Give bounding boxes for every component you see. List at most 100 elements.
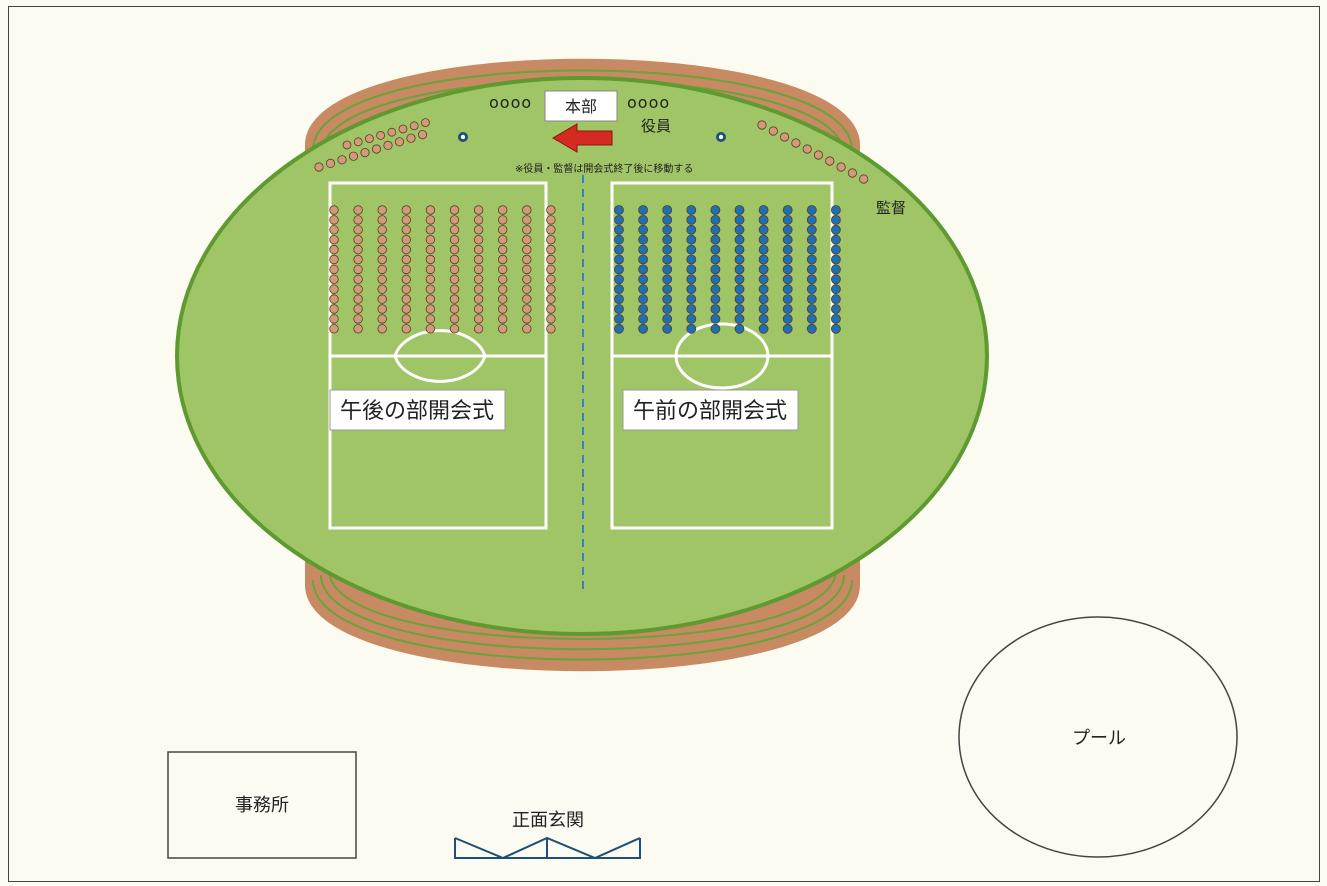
afternoon-seat-dot bbox=[425, 254, 436, 265]
afternoon-seat-dot bbox=[425, 304, 436, 314]
morning-seat-dot bbox=[806, 224, 817, 235]
morning-seat-dot bbox=[710, 323, 721, 334]
afternoon-seat-dot bbox=[498, 205, 508, 215]
afternoon-seat-dot bbox=[473, 254, 484, 265]
morning-seat-dot bbox=[686, 254, 697, 265]
morning-seat-dot bbox=[662, 304, 673, 314]
director-seat-dot bbox=[360, 148, 370, 158]
morning-seat-dot bbox=[806, 323, 817, 334]
afternoon-seat-dot bbox=[449, 254, 460, 265]
afternoon-seat-dot bbox=[498, 324, 508, 334]
afternoon-seat-dot bbox=[353, 324, 363, 334]
afternoon-seat-dot bbox=[546, 274, 556, 285]
afternoon-seat-dot bbox=[498, 264, 508, 275]
morning-seat-dot bbox=[662, 323, 673, 334]
afternoon-seat-dot bbox=[329, 244, 339, 255]
morning-seat-dot bbox=[758, 294, 769, 305]
diagram-frame bbox=[8, 6, 1320, 882]
afternoon-seat-dot bbox=[546, 304, 556, 314]
morning-seat-dot bbox=[686, 234, 697, 245]
afternoon-seat-dot bbox=[546, 244, 556, 255]
afternoon-seat-dot bbox=[377, 225, 387, 235]
afternoon-seat-dot bbox=[377, 264, 387, 275]
afternoon-seat-dot bbox=[546, 264, 556, 275]
afternoon-seat-dot bbox=[522, 314, 532, 324]
afternoon-seat-dot bbox=[546, 225, 556, 235]
morning-seat-dot bbox=[806, 244, 817, 255]
morning-seat-dot bbox=[638, 323, 648, 334]
morning-seat-dot bbox=[758, 254, 769, 265]
morning-seat-dot bbox=[662, 234, 673, 245]
morning-seat-dot bbox=[638, 294, 648, 305]
afternoon-seat-dot bbox=[401, 274, 412, 285]
move-arrow bbox=[552, 123, 613, 153]
afternoon-seat-dot bbox=[522, 284, 532, 294]
morning-seat-dot bbox=[710, 274, 721, 285]
afternoon-seat-dot bbox=[353, 294, 363, 304]
afternoon-seat-dot bbox=[329, 205, 339, 215]
morning-seat-dot bbox=[831, 244, 841, 255]
morning-seat-dot bbox=[614, 214, 624, 225]
morning-seat-dot bbox=[710, 234, 721, 245]
morning-seat-dot bbox=[734, 274, 745, 285]
afternoon-seat-dot bbox=[449, 274, 460, 285]
afternoon-seat-dot bbox=[498, 284, 508, 294]
afternoon-seat-dot bbox=[473, 324, 484, 334]
open-circles-left: oooo bbox=[489, 93, 532, 112]
official-seat-dot bbox=[376, 130, 386, 140]
morning-seat-dot bbox=[614, 294, 624, 305]
afternoon-seat-dot bbox=[449, 215, 460, 225]
afternoon-seat-dot bbox=[473, 284, 484, 294]
morning-seat-dot bbox=[662, 284, 673, 295]
move-note: ※役員・監督は開会式終了後に移動する bbox=[515, 162, 693, 175]
director-seat-dot bbox=[847, 168, 858, 178]
afternoon-seat-dot bbox=[377, 254, 387, 265]
official-icon-right bbox=[716, 132, 726, 142]
afternoon-seat-dot bbox=[522, 254, 532, 265]
morning-seat-dot bbox=[831, 284, 841, 295]
morning-seat-dot bbox=[710, 214, 721, 225]
afternoon-seat-dot bbox=[329, 215, 339, 225]
afternoon-seat-dot bbox=[401, 225, 412, 235]
official-seat-dot bbox=[398, 124, 408, 134]
morning-seat-dot bbox=[782, 274, 793, 285]
morning-seat-dot bbox=[782, 304, 793, 314]
morning-seat-dot bbox=[686, 214, 697, 225]
afternoon-label-box bbox=[329, 389, 506, 431]
afternoon-seat-dot bbox=[377, 274, 387, 285]
afternoon-seat-dot bbox=[353, 205, 363, 215]
morning-seat-dot bbox=[758, 313, 769, 324]
afternoon-seat-dot bbox=[401, 284, 412, 294]
morning-seat-dot bbox=[662, 244, 673, 255]
morning-seat-dot bbox=[758, 304, 769, 314]
afternoon-seat-dot bbox=[546, 314, 556, 324]
pitch-right bbox=[610, 181, 834, 530]
afternoon-seat-dot bbox=[546, 324, 556, 334]
director-seat-dot bbox=[836, 162, 846, 172]
official-seat-dot bbox=[409, 121, 419, 131]
afternoon-seat-dot bbox=[449, 234, 460, 245]
afternoon-seat-dot bbox=[473, 264, 484, 275]
afternoon-seat-dot bbox=[449, 264, 460, 275]
morning-seat-dot bbox=[806, 294, 817, 305]
morning-seat-dot bbox=[614, 313, 624, 324]
field-oval bbox=[175, 76, 989, 636]
honbu-box bbox=[544, 90, 618, 122]
afternoon-seat-dot bbox=[522, 205, 532, 215]
afternoon-ceremony-label: 午後の部開会式 bbox=[340, 399, 494, 424]
morning-seat-dot bbox=[614, 304, 624, 314]
morning-seat-dot bbox=[734, 323, 745, 334]
entrance-label: 正面玄関 bbox=[512, 810, 584, 831]
afternoon-seat-dot bbox=[401, 254, 412, 265]
afternoon-seat-dot bbox=[522, 304, 532, 314]
morning-seat-dot bbox=[734, 214, 745, 225]
morning-seat-dot bbox=[662, 264, 673, 275]
afternoon-seat-dot bbox=[546, 234, 556, 245]
morning-seat-dot bbox=[638, 284, 648, 295]
morning-seat-dot bbox=[806, 264, 817, 275]
afternoon-seat-dot bbox=[449, 205, 460, 215]
afternoon-seat-dot bbox=[522, 244, 532, 255]
afternoon-seat-dot bbox=[498, 215, 508, 225]
afternoon-seat-dot bbox=[449, 294, 460, 304]
